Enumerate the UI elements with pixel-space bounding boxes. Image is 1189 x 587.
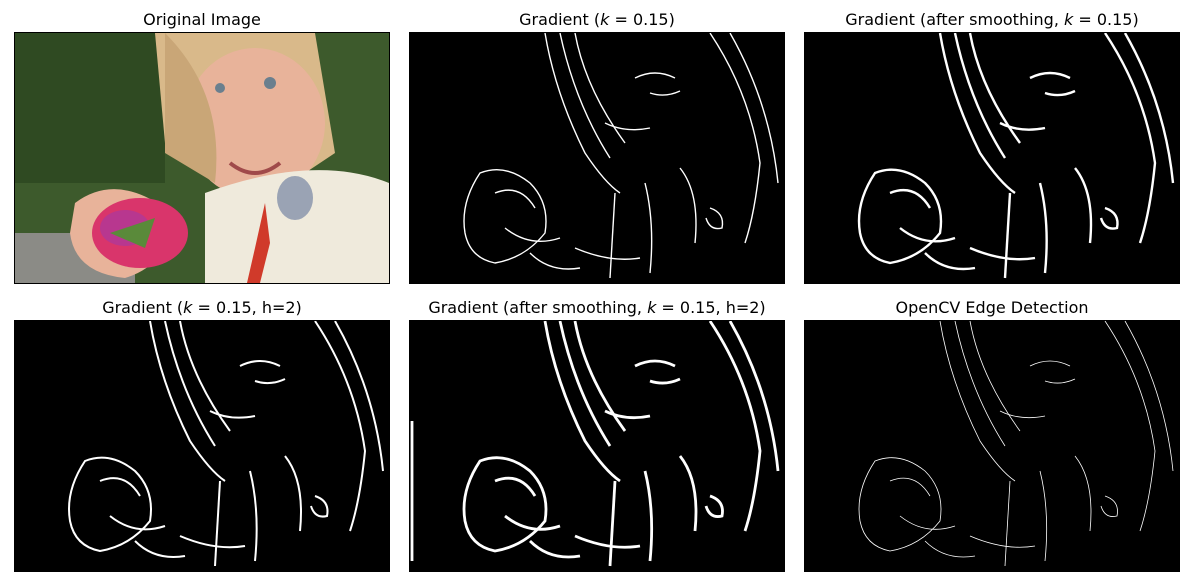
k-symbol: k [647, 298, 657, 317]
panel-title-text: Gradient ( [102, 298, 184, 317]
panel-title-text: Gradient ( [519, 10, 601, 29]
edge-map [463, 33, 779, 279]
edge-map [857, 33, 1175, 279]
image-frame [14, 32, 390, 284]
panel-original-image: Original Image [14, 8, 390, 284]
k-symbol: k [600, 10, 610, 29]
panel-title: Gradient (k = 0.15, h=2) [14, 296, 390, 320]
image-frame [804, 320, 1180, 572]
panel-opencv-edge-detection: OpenCV Edge Detection [804, 296, 1180, 572]
panel-title-text: OpenCV Edge Detection [895, 298, 1089, 317]
panel-title: OpenCV Edge Detection [804, 296, 1180, 320]
panel-gradient: Gradient (k = 0.15) [409, 8, 785, 284]
edge-map [410, 321, 780, 567]
panel-title-suffix: = 0.15) [609, 10, 675, 29]
k-symbol: k [1064, 10, 1074, 29]
panel-title: Gradient (k = 0.15) [409, 8, 785, 32]
panel-title: Original Image [14, 8, 390, 32]
edge-map [68, 321, 384, 567]
image-frame [804, 32, 1180, 284]
panel-gradient-smoothing: Gradient (after smoothing, k = 0.15) [804, 8, 1180, 284]
image-frame [14, 320, 390, 572]
image-frame [409, 320, 785, 572]
panel-title: Gradient (after smoothing, k = 0.15) [804, 8, 1180, 32]
panel-title-text: Gradient (after smoothing, [428, 298, 648, 317]
panel-title: Gradient (after smoothing, k = 0.15, h=2… [409, 296, 785, 320]
panel-gradient-h2: Gradient (k = 0.15, h=2) [14, 296, 390, 572]
panel-title-suffix: = 0.15, h=2) [656, 298, 766, 317]
panel-title-text: Gradient (after smoothing, [845, 10, 1064, 29]
edge-map [858, 321, 1174, 567]
panel-title-suffix: = 0.15, h=2) [192, 298, 302, 317]
original-photo [15, 33, 389, 283]
panel-title-text: Original Image [143, 10, 261, 29]
panel-gradient-smoothing-h2: Gradient (after smoothing, k = 0.15, h=2… [409, 296, 785, 572]
panel-title-suffix: = 0.15) [1073, 10, 1139, 29]
k-symbol: k [183, 298, 193, 317]
image-frame [409, 32, 785, 284]
